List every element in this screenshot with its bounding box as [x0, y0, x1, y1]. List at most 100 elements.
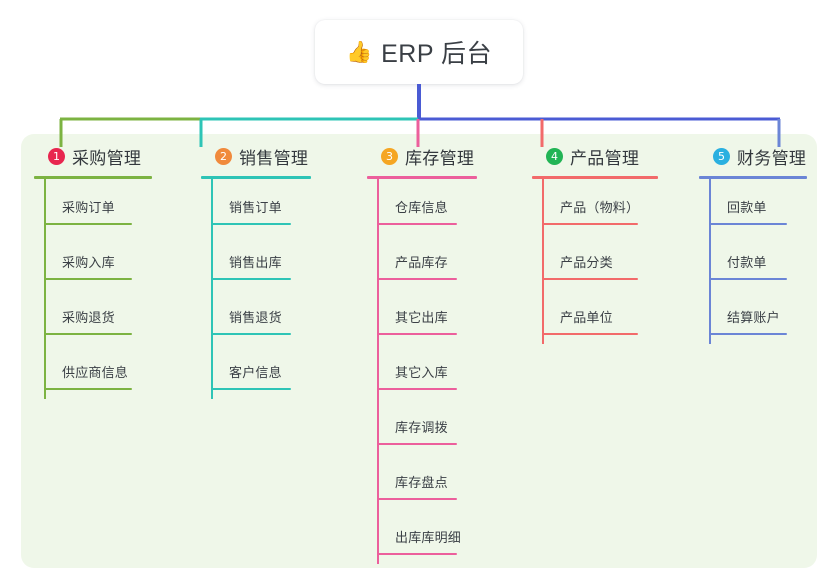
branch-item-rule — [377, 553, 457, 555]
branch-item[interactable]: 出库库明细 — [367, 509, 477, 564]
branch-underline — [532, 176, 658, 179]
thumbs-up-icon: 👍 — [345, 40, 373, 64]
branch-item[interactable]: 销售订单 — [201, 179, 311, 234]
root-node[interactable]: 👍 ERP 后台 — [315, 20, 523, 84]
branch-item-label: 产品单位 — [560, 310, 613, 325]
branch-item[interactable]: 客户信息 — [201, 344, 311, 399]
branch-header-3[interactable]: 3 库存管理 — [367, 144, 477, 168]
branch-item[interactable]: 库存调拨 — [367, 399, 477, 454]
branch-number-badge: 2 — [215, 147, 232, 165]
branch-item-label: 采购退货 — [62, 310, 115, 325]
branch-item-rule — [211, 388, 291, 390]
branch-item-rule — [44, 333, 132, 335]
branch-item[interactable]: 库存盘点 — [367, 454, 477, 509]
branch-item-label: 其它出库 — [395, 310, 448, 325]
branch-underline — [367, 176, 477, 179]
branch-item-label: 付款单 — [727, 255, 767, 270]
branch-item-label: 客户信息 — [229, 365, 282, 380]
branch-item[interactable]: 产品单位 — [532, 289, 658, 344]
branch-item-label: 产品库存 — [395, 255, 448, 270]
branch-number-badge: 3 — [381, 147, 398, 165]
branch-number-badge: 4 — [546, 147, 563, 165]
branch-title: 产品管理 — [570, 148, 640, 168]
branch-column-3: 3 库存管理仓库信息产品库存其它出库其它入库库存调拨库存盘点出库库明细 — [367, 144, 477, 564]
branch-number-badge: 5 — [713, 147, 730, 165]
branch-item-rule — [709, 278, 787, 280]
branch-item-rule — [211, 223, 291, 225]
branch-item-label: 库存调拨 — [395, 420, 448, 435]
branch-item-label: 产品（物料） — [560, 200, 640, 215]
branch-item[interactable]: 采购退货 — [34, 289, 152, 344]
branch-item-rule — [44, 278, 132, 280]
branch-header-1[interactable]: 1 采购管理 — [34, 144, 152, 168]
branch-title: 采购管理 — [72, 148, 142, 168]
branch-item-label: 产品分类 — [560, 255, 613, 270]
branch-item-rule — [542, 278, 638, 280]
branch-title: 销售管理 — [239, 148, 309, 168]
branch-item-label: 出库库明细 — [395, 530, 462, 545]
branch-item-rule — [542, 223, 638, 225]
branch-item[interactable]: 仓库信息 — [367, 179, 477, 234]
branch-header-5[interactable]: 5 财务管理 — [699, 144, 807, 168]
branch-items: 销售订单销售出库销售退货客户信息 — [201, 179, 311, 399]
branch-underline — [201, 176, 311, 179]
branch-spine — [709, 179, 711, 344]
branch-underline — [34, 176, 152, 179]
branch-number-badge: 1 — [48, 147, 65, 165]
branch-column-1: 1 采购管理采购订单采购入库采购退货供应商信息 — [34, 144, 152, 399]
branch-item[interactable]: 采购入库 — [34, 234, 152, 289]
branch-underline — [699, 176, 807, 179]
branch-item-rule — [211, 278, 291, 280]
branch-item-label: 结算账户 — [727, 310, 780, 325]
branch-item[interactable]: 采购订单 — [34, 179, 152, 234]
branch-items: 回款单付款单结算账户 — [699, 179, 807, 344]
branch-item-label: 回款单 — [727, 200, 767, 215]
branch-item-label: 其它入库 — [395, 365, 448, 380]
branch-item-label: 采购入库 — [62, 255, 115, 270]
root-node-label: ERP 后台 — [381, 40, 493, 68]
branch-title: 财务管理 — [737, 148, 807, 168]
branch-items: 产品（物料） 产品分类产品单位 — [532, 179, 658, 344]
branch-item-rule — [542, 333, 638, 335]
branch-item[interactable]: 销售出库 — [201, 234, 311, 289]
branch-item-rule — [709, 223, 787, 225]
branch-item[interactable]: 产品分类 — [532, 234, 658, 289]
branch-column-2: 2 销售管理销售订单销售出库销售退货客户信息 — [201, 144, 311, 399]
branch-item[interactable]: 供应商信息 — [34, 344, 152, 399]
branch-item-rule — [377, 278, 457, 280]
branch-item[interactable]: 结算账户 — [699, 289, 807, 344]
branch-spine — [211, 179, 213, 399]
branch-item-rule — [44, 388, 132, 390]
branch-item[interactable]: 回款单 — [699, 179, 807, 234]
branch-item-rule — [44, 223, 132, 225]
branch-item-rule — [211, 333, 291, 335]
branch-item[interactable]: 销售退货 — [201, 289, 311, 344]
branch-column-5: 5 财务管理回款单付款单结算账户 — [699, 144, 807, 344]
branch-header-2[interactable]: 2 销售管理 — [201, 144, 311, 168]
branch-spine — [377, 179, 379, 564]
branch-item-label: 采购订单 — [62, 200, 115, 215]
branch-item-rule — [377, 223, 457, 225]
branch-item-rule — [377, 443, 457, 445]
branch-column-4: 4 产品管理产品（物料） 产品分类产品单位 — [532, 144, 658, 344]
branch-header-4[interactable]: 4 产品管理 — [532, 144, 658, 168]
branch-item-label: 销售订单 — [229, 200, 282, 215]
branch-items: 采购订单采购入库采购退货供应商信息 — [34, 179, 152, 399]
branch-item-rule — [377, 388, 457, 390]
branch-item-rule — [377, 333, 457, 335]
branch-item-label: 仓库信息 — [395, 200, 448, 215]
branch-item[interactable]: 其它出库 — [367, 289, 477, 344]
branch-item-label: 库存盘点 — [395, 475, 448, 490]
branch-item[interactable]: 产品（物料） — [532, 179, 658, 234]
branch-item-label: 销售退货 — [229, 310, 282, 325]
branch-item-rule — [709, 333, 787, 335]
branch-items: 仓库信息产品库存其它出库其它入库库存调拨库存盘点出库库明细 — [367, 179, 477, 564]
branches-panel — [21, 134, 817, 568]
branch-spine — [542, 179, 544, 344]
branch-item[interactable]: 付款单 — [699, 234, 807, 289]
branch-item-label: 销售出库 — [229, 255, 282, 270]
branch-item[interactable]: 产品库存 — [367, 234, 477, 289]
branch-item-label: 供应商信息 — [62, 365, 129, 380]
branch-title: 库存管理 — [405, 148, 475, 168]
branch-item[interactable]: 其它入库 — [367, 344, 477, 399]
